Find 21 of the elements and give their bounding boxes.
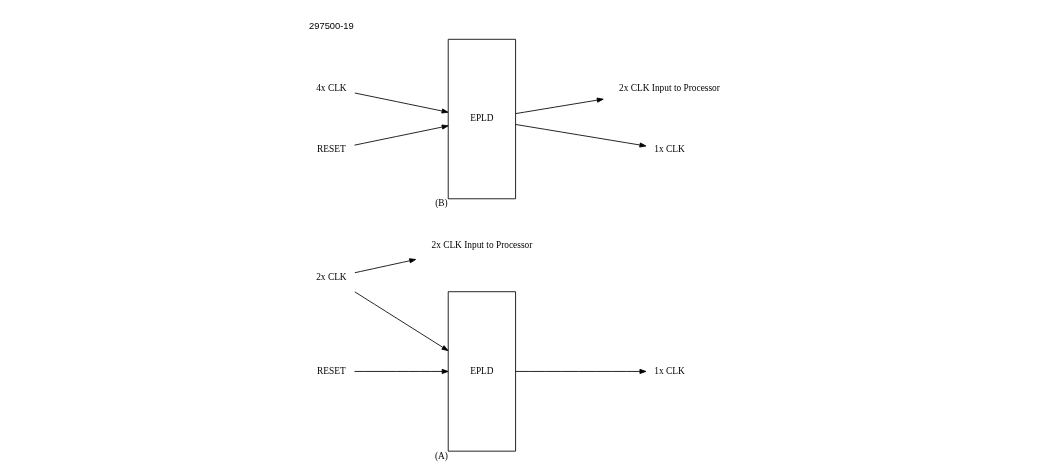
node-label: (A) bbox=[434, 450, 448, 461]
node-text: 2x CLK Input to Processor bbox=[618, 82, 720, 93]
arrow bbox=[353, 258, 416, 274]
node-box: EPLD bbox=[447, 38, 516, 200]
node-text: 2x CLK Input to Processor bbox=[430, 239, 532, 250]
arrow bbox=[353, 368, 449, 374]
node-text: 4x CLK bbox=[315, 82, 347, 93]
node-label: (B) bbox=[434, 198, 448, 209]
arrow bbox=[353, 124, 449, 146]
node-text: 1x CLK bbox=[653, 144, 685, 155]
arrow bbox=[514, 368, 646, 374]
node-box: EPLD bbox=[447, 291, 516, 452]
arrow bbox=[514, 124, 646, 148]
node-text: RESET bbox=[316, 144, 346, 155]
node-text: RESET bbox=[316, 365, 346, 376]
node-text: 1x CLK bbox=[653, 365, 685, 376]
arrow bbox=[353, 291, 448, 352]
node-text: 2x CLK bbox=[315, 272, 347, 283]
arrow bbox=[514, 97, 604, 114]
arrow bbox=[353, 92, 448, 114]
label: 297500-19 bbox=[308, 21, 354, 32]
